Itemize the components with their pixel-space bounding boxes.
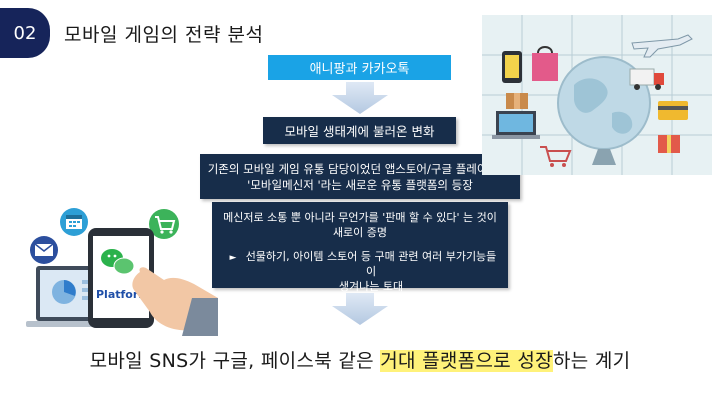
mobile-phone-icon (502, 51, 522, 83)
globe-illustration (482, 15, 712, 175)
flow-arrow-2 (332, 293, 388, 325)
change-box: 모바일 생태계에 불러온 변화 (263, 117, 456, 144)
gift-box-icon (658, 135, 680, 153)
page-title: 모바일 게임의 전략 분석 (64, 24, 264, 46)
bullet-triangle-icon: ► (229, 253, 237, 263)
platform-illustration: Platform (26, 208, 218, 336)
conclusion-part-1: 모바일 SNS가 구글, 페이스북 같은 (89, 350, 381, 372)
credit-card-icon (658, 101, 688, 120)
proof-line-2: 새로이 증명 (332, 226, 388, 239)
shopping-bag-icon (532, 46, 558, 81)
hand-icon (132, 267, 218, 336)
distribution-line-1: 기존의 모바일 게임 유통 담당이었던 앱스토어/구글 플레이 외에 (207, 161, 513, 176)
conclusion-text: 모바일 SNS가 구글, 페이스북 같은 거대 플랫폼으로 성장하는 계기 (0, 346, 720, 373)
conclusion-part-2: 하는 계기 (552, 350, 631, 372)
distribution-line-2: '모바일메신저 '라는 새로운 유통 플랫폼의 등장 (247, 177, 473, 192)
shopping-cart-icon (540, 146, 572, 167)
topic-label-box: 애니팡과 카카오톡 (268, 55, 451, 80)
conclusion-highlight: 거대 플랫폼으로 성장 (380, 350, 553, 372)
airplane-icon (631, 34, 693, 58)
section-number: 02 (13, 22, 37, 44)
laptop-icon (492, 111, 540, 139)
package-icon (506, 93, 528, 109)
calendar-icon (60, 208, 88, 236)
proof-box: 메신저로 소통 뿐 아니라 무언가를 '판매 할 수 있다' 는 것이 새로이 … (212, 202, 508, 293)
globe-logistics-image (482, 15, 712, 175)
proof-paragraph: 메신저로 소통 뿐 아니라 무언가를 '판매 할 수 있다' 는 것이 새로이 … (222, 210, 498, 240)
bullet-item: ► 선물하기, 아이템 스토어 등 구매 관련 여러 부가기능들이 생겨나는 토… (222, 249, 498, 294)
proof-line-1: 메신저로 소통 뿐 아니라 무언가를 '판매 할 수 있다' 는 것이 (223, 211, 497, 224)
section-number-badge: 02 (0, 8, 50, 58)
globe-icon (557, 56, 651, 165)
bullet-line-2: 생겨나는 토대 (338, 280, 404, 293)
messenger-icon (101, 249, 135, 275)
bullet-text: 선물하기, 아이템 스토어 등 구매 관련 여러 부가기능들이 생겨나는 토대 (244, 249, 498, 294)
smartphone-icon: Platform (88, 228, 154, 328)
bullet-line-1: 선물하기, 아이템 스토어 등 구매 관련 여러 부가기능들이 (245, 250, 497, 278)
mail-icon (30, 236, 58, 264)
distribution-box: 기존의 모바일 게임 유통 담당이었던 앱스토어/구글 플레이 외에 '모바일메… (200, 154, 520, 199)
shopping-cart-icon (149, 209, 179, 239)
truck-icon (629, 68, 664, 90)
flow-arrow-1 (332, 82, 388, 114)
